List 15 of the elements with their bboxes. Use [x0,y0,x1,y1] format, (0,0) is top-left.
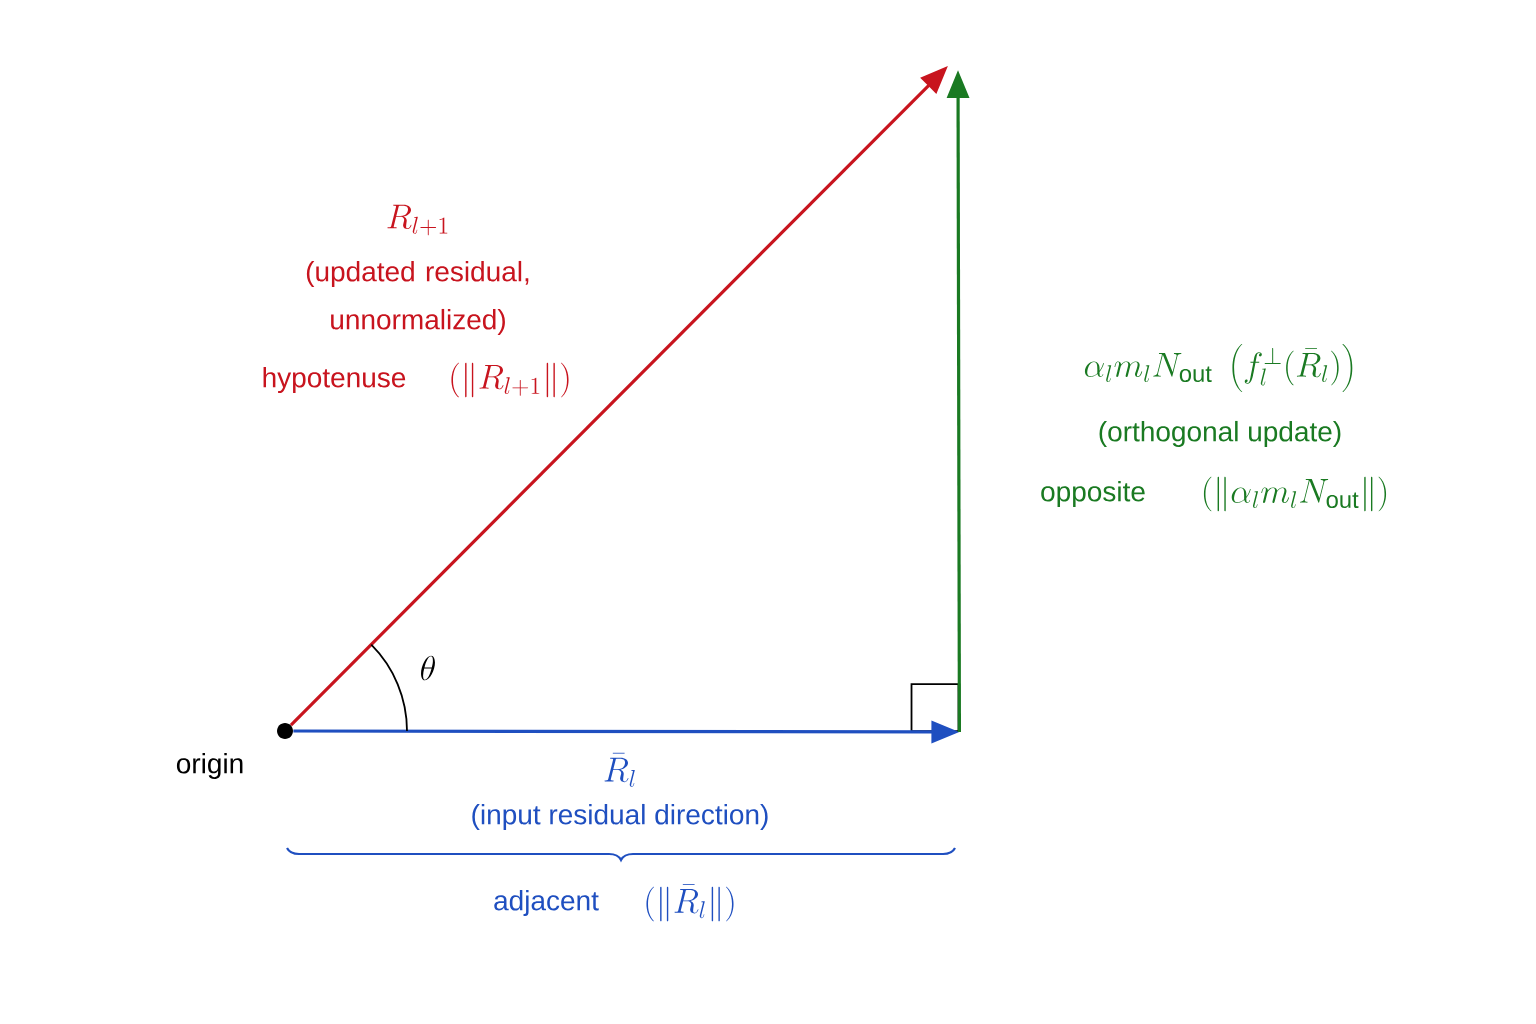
side-name: adjacent [494,889,599,917]
point-label: origin [176,752,243,780]
side-length: $(\|R_{l+1}\|)$ [451,362,569,398]
vector-label: $R_{l+1}$ [387,204,448,236]
vector-label: $\alpha_l m_l N_{\mathrm{out}}\;\left(f_l^{\perp}(\bar{R}_l)\right)$ [1084,344,1353,392]
vector-caption: (orthogonal update) [1099,420,1341,448]
side-name: hypotenuse [263,366,406,394]
angle-label: $\theta$ [421,655,435,681]
vector-caption: (updated residual, unnormalized) [306,260,529,336]
side-length: $(\|\bar{R}_l\|)$ [646,884,734,922]
side-length: $(\|\alpha_l m_l N_{\mathrm{out}}\|)$ [1203,476,1387,512]
vector-caption: (input residual direction) [472,803,768,831]
side-name: opposite [1041,480,1145,508]
origin-dot [277,723,293,739]
vector-label: $\bar{R}_l$ [604,752,635,787]
